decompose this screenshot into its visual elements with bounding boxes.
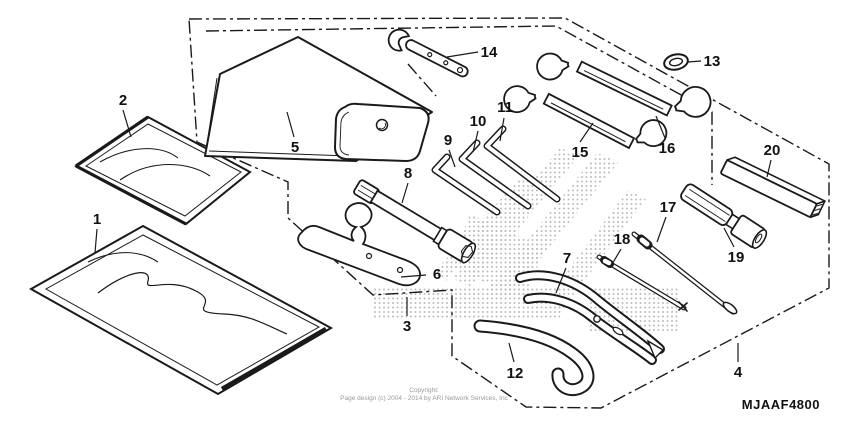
callout-1[interactable]: 1 xyxy=(93,211,101,228)
plug-wrench-drawing xyxy=(353,179,477,264)
callout-16[interactable]: 16 xyxy=(659,140,676,157)
copyright-line-2: Page design (c) 2004 - 2014 by ARI Netwo… xyxy=(340,395,508,402)
callout-18[interactable]: 18 xyxy=(614,231,631,248)
callout-9[interactable]: 9 xyxy=(444,132,452,149)
tool-kit-outline-fragment xyxy=(407,63,437,97)
stipple-shading xyxy=(373,148,680,333)
callout-4[interactable]: 4 xyxy=(734,364,743,381)
callout-6[interactable]: 6 xyxy=(433,266,441,283)
washer-drawing xyxy=(663,53,689,71)
callout-10[interactable]: 10 xyxy=(470,113,487,130)
copyright-line-1: Copyright: xyxy=(409,387,439,394)
callout-7[interactable]: 7 xyxy=(563,250,571,267)
hex-key-10-drawing xyxy=(458,139,532,210)
tool-kit-outline-inner xyxy=(205,25,713,185)
callout-19[interactable]: 19 xyxy=(728,249,745,266)
wrench-16-drawing xyxy=(536,52,712,118)
driver-grip-drawing xyxy=(680,183,768,249)
callout-leaders xyxy=(94,51,772,363)
callout-13[interactable]: 13 xyxy=(704,53,721,70)
callout-12[interactable]: 12 xyxy=(507,365,524,382)
callout-20[interactable]: 20 xyxy=(764,142,781,159)
pin-spanner-drawing xyxy=(297,202,421,287)
callout-17[interactable]: 17 xyxy=(660,199,677,216)
document-1-drawing xyxy=(28,224,334,396)
diagram-code: MJAAF4800 xyxy=(742,397,820,412)
callout-5[interactable]: 5 xyxy=(291,139,299,156)
callout-2[interactable]: 2 xyxy=(119,92,127,109)
hex-key-11-drawing xyxy=(483,125,561,203)
callout-11[interactable]: 11 xyxy=(497,99,513,116)
callout-3[interactable]: 3 xyxy=(403,318,411,335)
hook-spanner-drawing xyxy=(473,319,595,397)
callout-15[interactable]: 15 xyxy=(572,144,589,161)
wrench-15-drawing xyxy=(503,85,668,150)
driver-shaft-18-drawing xyxy=(596,254,688,312)
callout-8[interactable]: 8 xyxy=(404,165,412,182)
wrench-14-drawing xyxy=(387,28,469,78)
driver-shaft-17-drawing xyxy=(631,231,738,315)
hex-key-9-drawing xyxy=(431,153,501,216)
callout-14[interactable]: 14 xyxy=(481,44,498,61)
sleeve-drawing xyxy=(720,156,826,219)
tool-pouch-drawing xyxy=(204,36,433,162)
tool-kit-outline-outer xyxy=(188,17,830,409)
pliers-drawing xyxy=(515,270,665,365)
